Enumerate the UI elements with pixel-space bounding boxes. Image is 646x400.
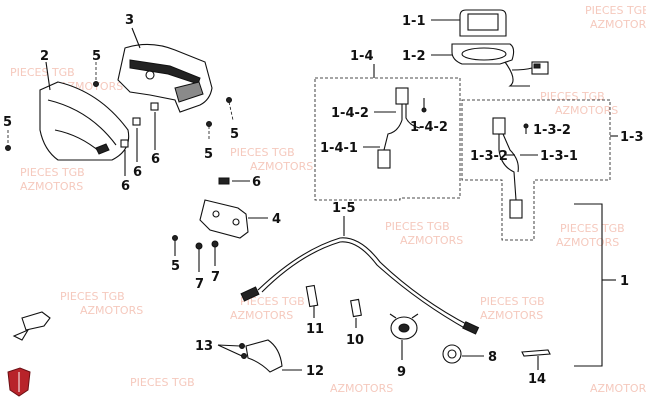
watermark-text: PIECES TGB bbox=[240, 295, 305, 308]
arrow-icon bbox=[12, 328, 30, 341]
watermark-text: AZMOTORS bbox=[20, 180, 83, 193]
collar-part bbox=[350, 298, 362, 318]
callout-10: 10 bbox=[346, 333, 364, 348]
watermark-text: PIECES TGB bbox=[560, 222, 625, 235]
callout-5: 5 bbox=[3, 115, 12, 130]
watermark-text: AZMOTORS bbox=[590, 18, 646, 31]
watermark-text: AZMOTORS bbox=[556, 236, 619, 249]
watermark-text: AZMOTORS bbox=[330, 382, 393, 395]
watermark-text: PIECES TGB bbox=[10, 66, 75, 79]
meter-housing-part bbox=[117, 43, 213, 113]
shield-logo-icon bbox=[7, 367, 31, 397]
meter-part bbox=[451, 9, 549, 87]
callout-1-2: 1-2 bbox=[402, 49, 426, 64]
leader-line bbox=[131, 27, 141, 49]
watermark-text: AZMOTORS bbox=[400, 234, 463, 247]
callout-2: 2 bbox=[40, 49, 49, 64]
watermark-group: PIECES TGB AZMOTORS PIECES TGB AZMOTORS … bbox=[10, 4, 646, 395]
callout-6: 6 bbox=[252, 175, 261, 190]
leader-line bbox=[217, 344, 243, 357]
callout-5: 5 bbox=[204, 147, 213, 162]
callout-5: 5 bbox=[171, 259, 180, 274]
callout-13: 13 bbox=[195, 339, 213, 354]
watermark-text: PIECES TGB bbox=[480, 295, 545, 308]
callout-4: 4 bbox=[272, 212, 281, 227]
callout-5: 5 bbox=[92, 49, 101, 64]
callout-1-4-1: 1-4-1 bbox=[320, 141, 358, 156]
bolt-part bbox=[305, 284, 319, 308]
callout-1-3-2: 1-3-2 bbox=[470, 149, 508, 164]
front-cover-part bbox=[39, 81, 130, 161]
watermark-text: PIECES TGB bbox=[540, 90, 605, 103]
callout-8: 8 bbox=[488, 350, 497, 365]
clip-part bbox=[120, 102, 159, 176]
callout-1: 1 bbox=[620, 274, 629, 289]
callout-6: 6 bbox=[151, 152, 160, 167]
screw-part bbox=[5, 62, 234, 151]
callout-1-3-2: 1-3-2 bbox=[533, 123, 571, 138]
oil-seal-part bbox=[442, 344, 462, 364]
watermark-text: AZMOTORS bbox=[480, 309, 543, 322]
watermark-text: AZMOTORS bbox=[80, 304, 143, 317]
leader-line bbox=[217, 344, 241, 347]
washer-part bbox=[521, 349, 551, 357]
speed-gear-part bbox=[389, 313, 419, 340]
callout-1-5: 1-5 bbox=[332, 201, 356, 216]
harness-part bbox=[492, 117, 529, 219]
bracket-part bbox=[199, 177, 249, 239]
callout-12: 12 bbox=[306, 364, 324, 379]
callout-6: 6 bbox=[133, 165, 142, 180]
callout-14: 14 bbox=[528, 372, 546, 387]
callout-1-4: 1-4 bbox=[350, 49, 374, 64]
callout-5: 5 bbox=[230, 127, 239, 142]
callout-6: 6 bbox=[121, 179, 130, 194]
callout-11: 11 bbox=[306, 322, 324, 337]
bolt-part bbox=[172, 235, 219, 272]
watermark-text: AZMOTORS bbox=[555, 104, 618, 117]
assembly-bracket bbox=[574, 203, 603, 367]
watermark-text: PIECES TGB bbox=[60, 290, 125, 303]
watermark-text: PIECES TGB bbox=[20, 166, 85, 179]
watermark-text: PIECES TGB bbox=[585, 4, 646, 17]
watermark-text: PIECES TGB bbox=[230, 146, 295, 159]
harness-group-box bbox=[461, 99, 611, 241]
speedometer-cable-part bbox=[240, 237, 480, 335]
harness-part bbox=[377, 87, 427, 169]
cable-guide-part bbox=[239, 339, 283, 373]
harness-group-box bbox=[314, 77, 461, 201]
watermark-text: PIECES TGB bbox=[385, 220, 450, 233]
small-bracket-part bbox=[21, 311, 51, 331]
callout-1-3-1: 1-3-1 bbox=[540, 149, 578, 164]
callout-7: 7 bbox=[211, 270, 220, 285]
callout-1-3: 1-3 bbox=[620, 130, 644, 145]
watermark-text: PIECES TGB bbox=[130, 376, 195, 389]
callout-7: 7 bbox=[195, 277, 204, 292]
callout-3: 3 bbox=[125, 13, 134, 28]
callout-1-1: 1-1 bbox=[402, 14, 426, 29]
callout-1-4-2: 1-4-2 bbox=[331, 106, 369, 121]
watermark-text: AZMOTORS bbox=[230, 309, 293, 322]
callout-1-4-2: 1-4-2 bbox=[410, 120, 448, 135]
leader-line bbox=[45, 61, 51, 91]
watermark-text: AZMOTORS bbox=[590, 382, 646, 395]
watermark-text: AZMOTORS bbox=[250, 160, 313, 173]
callout-9: 9 bbox=[397, 365, 406, 380]
